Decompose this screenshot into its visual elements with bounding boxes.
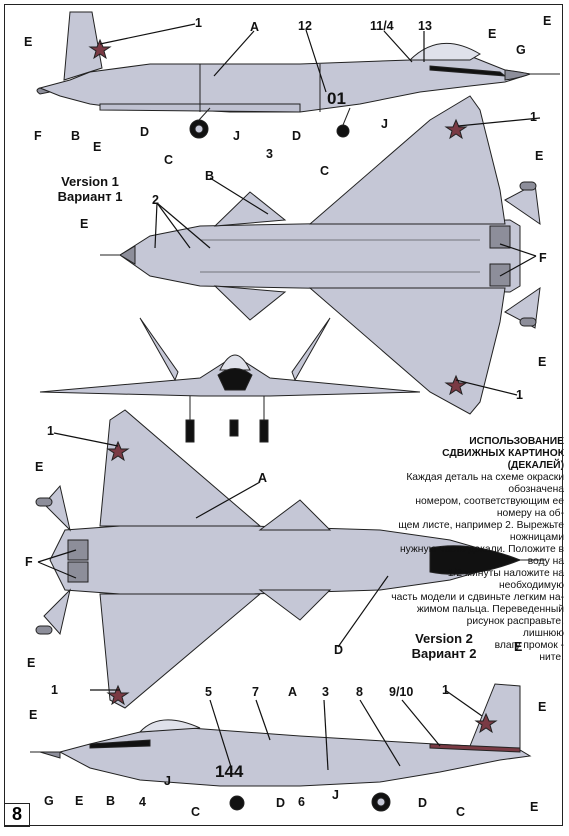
- callout-E: E: [538, 355, 546, 369]
- front-view: [39, 317, 421, 443]
- instructions-line: лишнюю: [522, 628, 564, 639]
- instructions-line: жимом пальца. Переведенный: [416, 604, 564, 615]
- callout-F: F: [25, 555, 33, 569]
- page-frame: [4, 4, 563, 826]
- callout-C: C: [191, 805, 200, 819]
- callout-D: D: [334, 643, 343, 657]
- callout-E: E: [93, 140, 101, 154]
- callout-1: 1: [51, 683, 58, 697]
- callout-B: B: [205, 169, 214, 183]
- side-number-144: 144: [215, 762, 244, 781]
- instructions-line: 1/2 минуты наложите на необходимую: [447, 568, 564, 591]
- callout-11-4: 11/4: [370, 19, 394, 33]
- instructions-title-1: ИСПОЛЬЗОВАНИЕ: [469, 436, 564, 447]
- callout-G: G: [44, 794, 54, 808]
- callout-5: 5: [205, 685, 212, 699]
- callout-1: 1: [195, 16, 202, 30]
- instructions-line: номером, соответствующим ее номеру на об…: [415, 496, 564, 519]
- callout-C: C: [164, 153, 173, 167]
- instructions-line: Каждая деталь на схеме окраски обозначен…: [406, 472, 564, 495]
- callout-E: E: [75, 794, 83, 808]
- callout-E: E: [80, 217, 88, 231]
- version2-label: Version 2 Вариант 2: [394, 631, 494, 661]
- callout-B: B: [71, 129, 80, 143]
- callout-E: E: [538, 700, 546, 714]
- instructions-line: часть модели и сдвиньте легким на-: [391, 592, 564, 603]
- callout-E: E: [27, 656, 35, 670]
- callout-E: E: [35, 460, 43, 474]
- callout-J: J: [164, 774, 171, 788]
- callout-C: C: [320, 164, 329, 178]
- callout-3: 3: [266, 147, 273, 161]
- instructions-line: щем листе, например 2. Вырежьте ножницам…: [398, 520, 564, 543]
- instructions-line: нужную часть декали. Положите в воду на: [399, 544, 564, 567]
- callout-J: J: [381, 117, 388, 131]
- callout-E: E: [24, 35, 32, 49]
- callout-labels: 1 A 12 11/4 13 E E E G F B E D C J 3 D C…: [24, 14, 551, 819]
- callout-9-10: 9/10: [389, 685, 413, 699]
- callout-E: E: [488, 27, 496, 41]
- callout-J: J: [233, 129, 240, 143]
- callout-A: A: [288, 685, 297, 699]
- callout-G: G: [516, 43, 526, 57]
- instructions-line: ните.: [539, 652, 564, 663]
- callout-7: 7: [252, 685, 259, 699]
- instructions-line: влагу промок -: [494, 640, 564, 651]
- callout-3: 3: [322, 685, 329, 699]
- version1-ru: Вариант 1: [57, 189, 123, 204]
- callout-1: 1: [530, 110, 537, 124]
- callout-2: 2: [152, 193, 159, 207]
- callout-1: 1: [442, 683, 449, 697]
- callout-E: E: [535, 149, 543, 163]
- callout-A: A: [250, 20, 259, 34]
- plan-view-version1: [100, 95, 541, 415]
- instructions-line: рисунок расправьте,: [466, 616, 564, 627]
- decal-instructions: ИСПОЛЬЗОВАНИЕ СДВИЖНЫХ КАРТИНОК (ДЕКАЛЕЙ…: [384, 436, 564, 664]
- callout-D: D: [140, 125, 149, 139]
- callout-E: E: [29, 708, 37, 722]
- callout-B: B: [106, 794, 115, 808]
- version1-label: Version 1 Вариант 1: [40, 174, 140, 204]
- callout-1: 1: [516, 388, 523, 402]
- callout-D: D: [292, 129, 301, 143]
- callout-leaders: [37, 23, 541, 771]
- callout-4: 4: [139, 795, 146, 809]
- callout-D: D: [418, 796, 427, 810]
- callout-E: E: [543, 14, 551, 28]
- callout-J: J: [332, 788, 339, 802]
- callout-E: E: [514, 640, 522, 654]
- side-view-version1: 01: [36, 11, 560, 139]
- callout-12: 12: [298, 19, 312, 33]
- callout-F: F: [539, 251, 547, 265]
- version2-ru: Вариант 2: [411, 646, 477, 661]
- callout-13: 13: [418, 19, 432, 33]
- callout-8: 8: [356, 685, 363, 699]
- side-view-version2: 144: [30, 683, 532, 812]
- callout-1: 1: [47, 424, 54, 438]
- callout-C: C: [456, 805, 465, 819]
- callout-E: E: [530, 800, 538, 814]
- side-number-01: 01: [327, 89, 346, 108]
- callout-F: F: [34, 129, 42, 143]
- version2-en: Version 2: [415, 631, 473, 646]
- callout-6: 6: [298, 795, 305, 809]
- callout-A: A: [258, 471, 267, 485]
- instructions-title-2: СДВИЖНЫХ КАРТИНОК (ДЕКАЛЕЙ): [442, 448, 564, 471]
- version1-en: Version 1: [61, 174, 119, 189]
- callout-D: D: [276, 796, 285, 810]
- plan-view-version2: [35, 409, 545, 709]
